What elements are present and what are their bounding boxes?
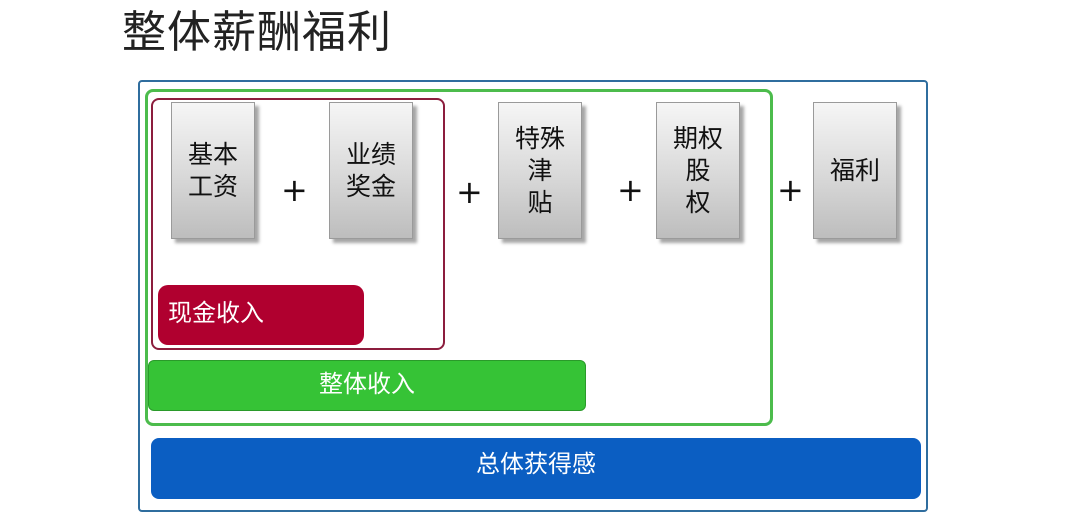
total-income-text: 整体收入 [319, 370, 415, 398]
component-base-salary: 基本 工资 [171, 102, 255, 239]
overall-sense-frame [138, 80, 928, 512]
overall-sense-label: 总体获得感 [151, 438, 921, 499]
plus-sign: + [617, 171, 644, 209]
page-title: 整体薪酬福利 [122, 7, 392, 58]
plus-sign: + [777, 171, 804, 209]
component-special-allowance: 特殊津 贴 [498, 102, 582, 239]
cash-income-label: 现金收入 [158, 285, 364, 345]
component-benefits: 福利 [813, 102, 897, 239]
overall-sense-text: 总体获得感 [476, 450, 596, 478]
cash-income-text: 现金收入 [168, 298, 264, 327]
plus-sign: + [456, 173, 483, 211]
component-performance-bonus: 业绩 奖金 [329, 102, 413, 239]
plus-sign: + [281, 171, 308, 209]
total-income-frame [145, 89, 773, 426]
total-income-label: 整体收入 [148, 360, 586, 411]
component-stock-options: 期权股 权 [656, 102, 740, 239]
cash-income-frame [151, 98, 445, 350]
